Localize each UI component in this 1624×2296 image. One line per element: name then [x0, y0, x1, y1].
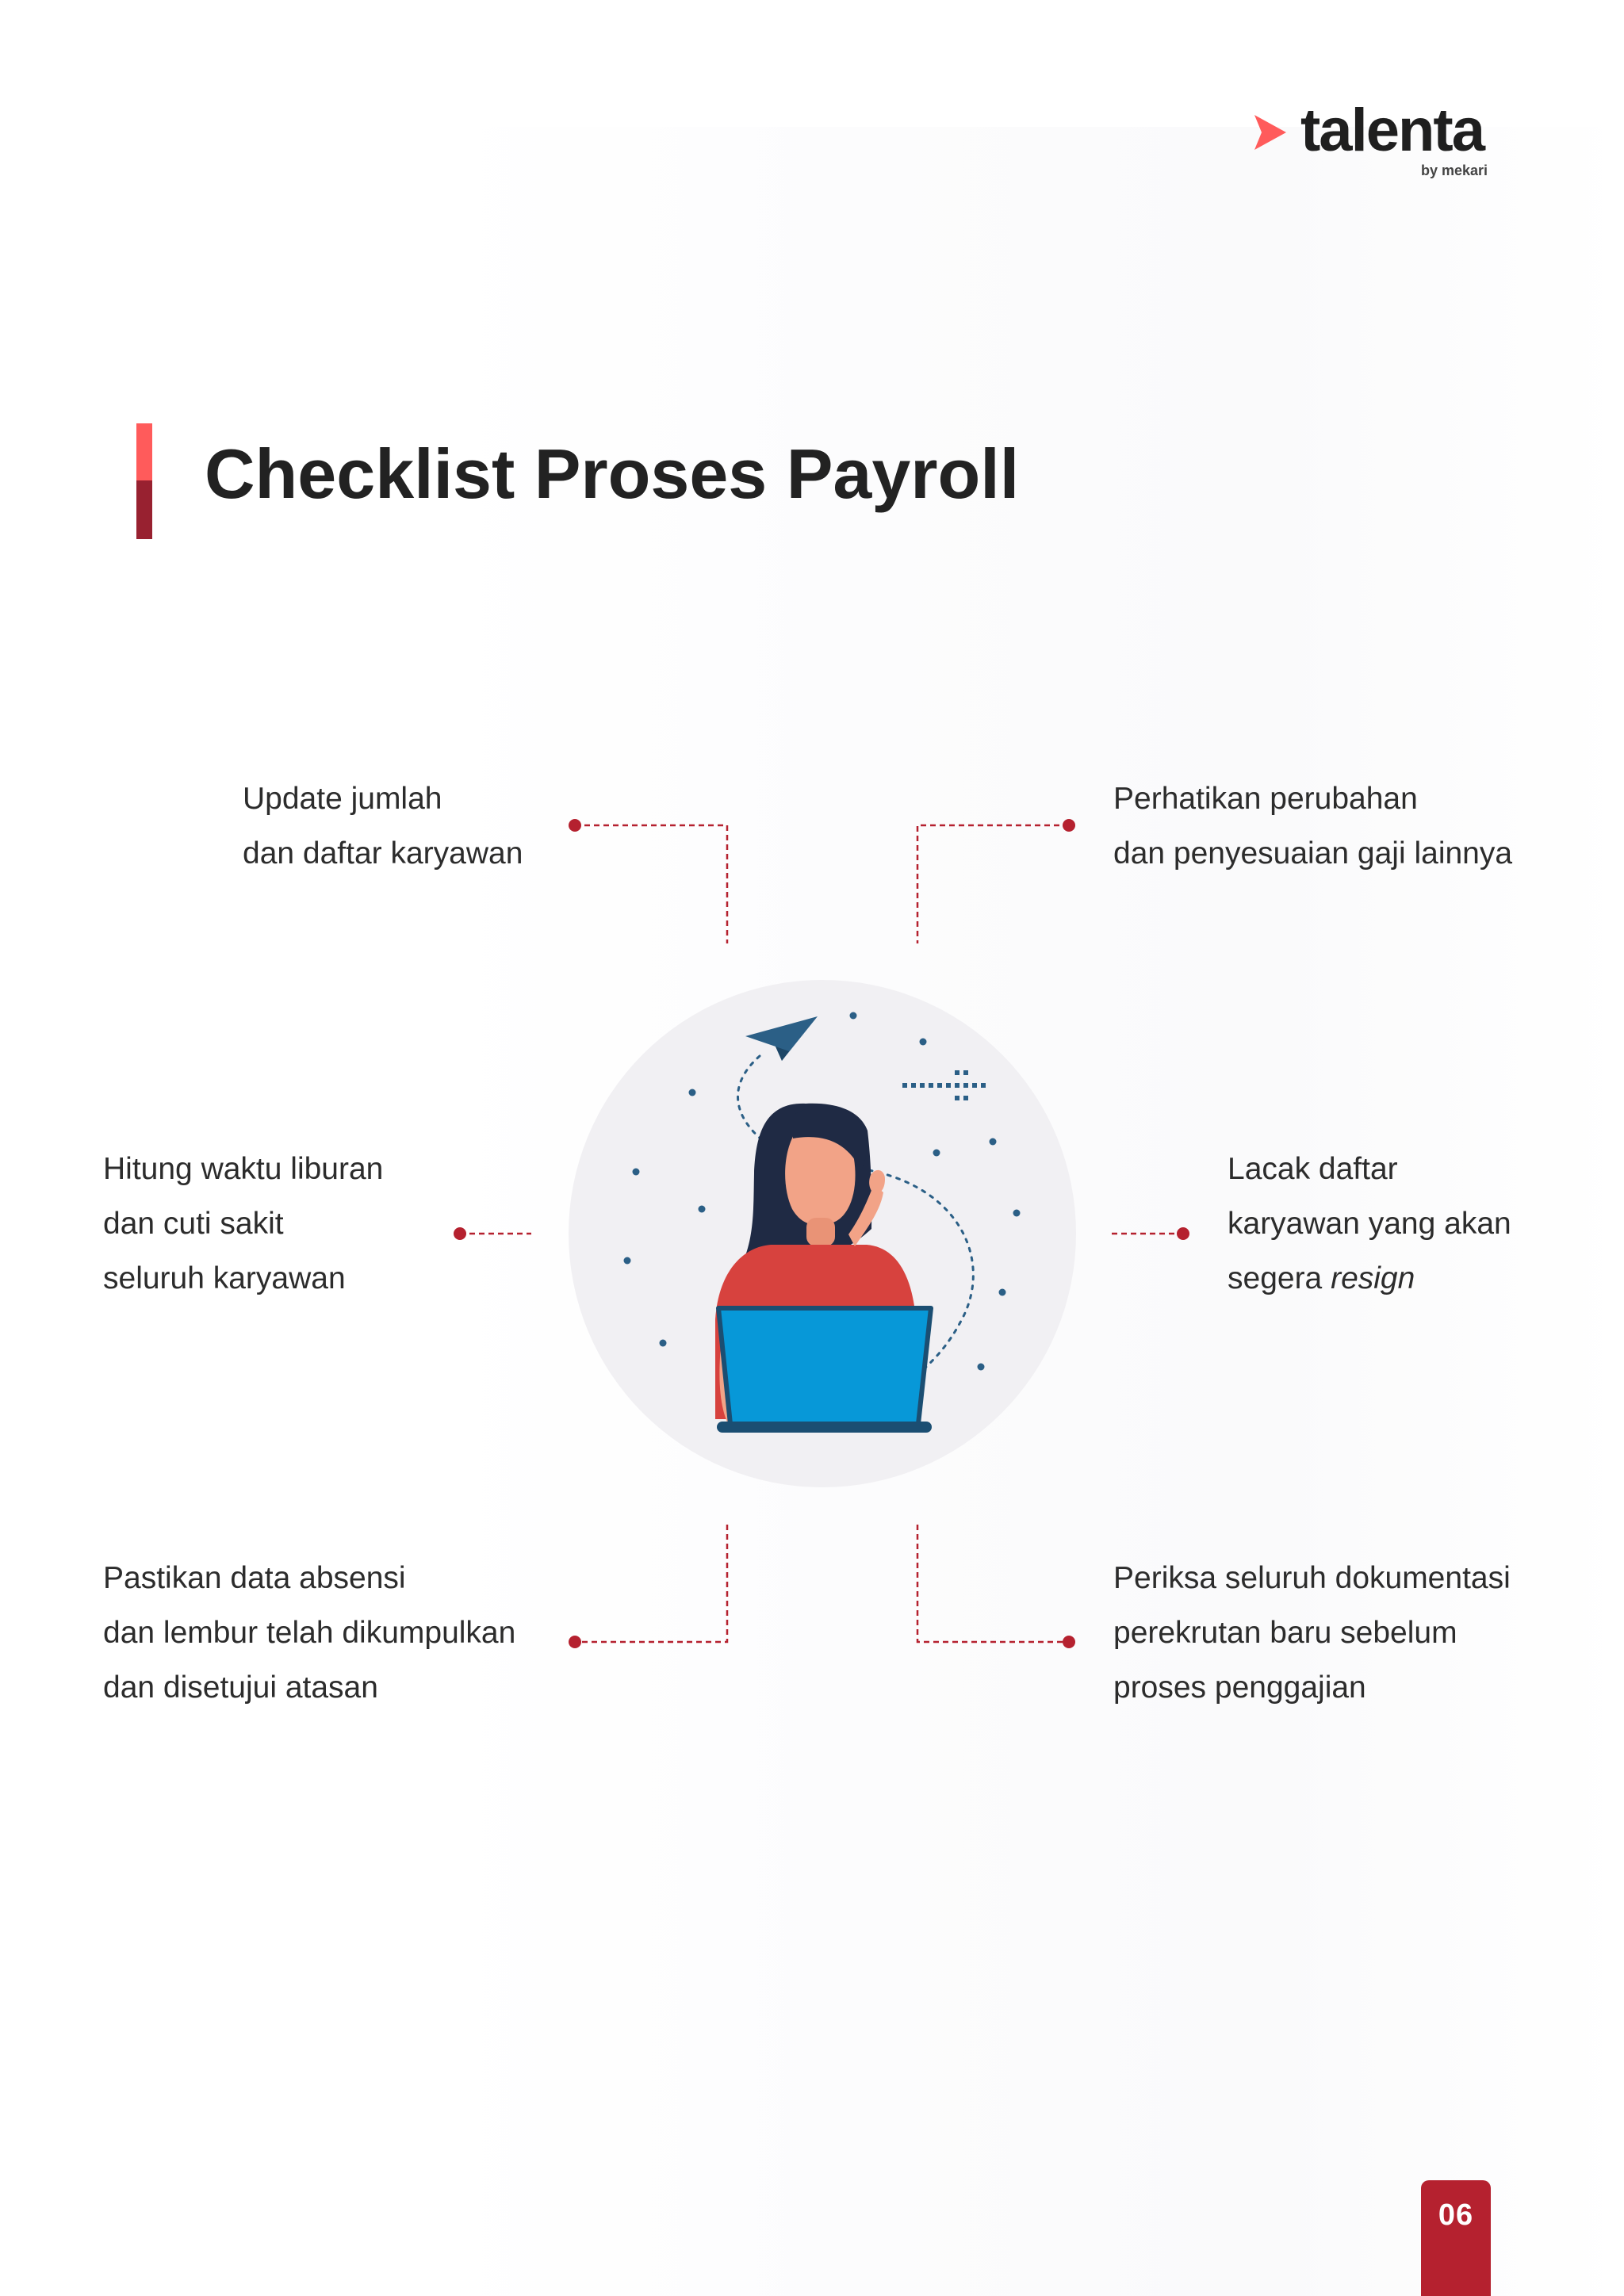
endpoint-dot-bottom-right: [1063, 1636, 1075, 1648]
logo-arrow-icon: [1254, 115, 1286, 150]
face: [785, 1129, 856, 1226]
checklist-item-line: dan disetujui atasan: [103, 1670, 378, 1705]
page-number: 06: [1438, 2198, 1474, 2232]
endpoint-dot-bottom-left: [569, 1636, 581, 1648]
checklist-item-line: dan cuti sakit: [103, 1207, 284, 1241]
raised-arm: [848, 1184, 883, 1246]
data-grid-icon: [902, 1070, 986, 1100]
talenta-logo: talenta by mekari: [1253, 101, 1495, 187]
laptop-icon: [716, 1306, 933, 1433]
checklist-item-line: dan daftar karyawan: [243, 836, 523, 871]
checklist-item-line: karyawan yang akan: [1228, 1207, 1511, 1241]
thought-trail: [868, 1169, 975, 1373]
checklist-item-line: Perhatikan perubahan: [1113, 782, 1418, 816]
connector-top-left: [575, 824, 729, 943]
endpoint-dot-top-left: [569, 819, 581, 832]
checklist-item-line-prefix: segera: [1228, 1261, 1331, 1295]
checklist-item-line: seluruh karyawan: [103, 1261, 346, 1295]
checklist-item-line: segera resign: [1228, 1251, 1511, 1306]
paper-plane-icon: [745, 1016, 818, 1061]
checklist-item-line: perekrutan baru sebelum: [1113, 1616, 1457, 1650]
hair-front: [793, 1105, 867, 1170]
checklist-item-bottom-left: Pastikan data absensi dan lembur telah d…: [103, 1551, 515, 1715]
connector-bottom-right: [916, 1525, 1069, 1644]
checklist-item-line: dan lembur telah dikumpulkan: [103, 1616, 516, 1650]
title-accent-bar: [136, 423, 152, 539]
decorative-dots: [623, 1012, 1021, 1371]
checklist-item-line: Periksa seluruh dokumentasi: [1113, 1561, 1511, 1595]
checklist-item-line: Update jumlah: [243, 782, 442, 816]
logo-tagline: by mekari: [1421, 163, 1488, 178]
hand: [869, 1169, 885, 1194]
checklist-item-line: Lacak daftar: [1228, 1152, 1398, 1186]
endpoint-dot-mid-left: [454, 1227, 466, 1240]
checklist-item-mid-left: Hitung waktu liburan dan cuti sakit selu…: [103, 1142, 383, 1306]
logo-wordmark: talenta: [1300, 97, 1485, 164]
connector-bottom-left: [575, 1525, 729, 1644]
checklist-item-line: dan penyesuaian gaji lainnya: [1113, 836, 1513, 871]
checklist-item-mid-right: Lacak daftar karyawan yang akan segera r…: [1228, 1142, 1511, 1306]
connector-endpoints: [454, 819, 1189, 1648]
endpoint-dot-top-right: [1063, 819, 1075, 832]
checklist-item-bottom-right: Periksa seluruh dokumentasi perekrutan b…: [1113, 1551, 1511, 1715]
checklist-item-line: Hitung waktu liburan: [103, 1152, 384, 1186]
checklist-item-emphasis: resign: [1331, 1261, 1415, 1295]
page-number-badge: 06: [1421, 2180, 1491, 2296]
page-title: Checklist Proses Payroll: [205, 434, 1020, 513]
connector-top-right: [916, 824, 1069, 943]
checklist-item-line: Pastikan data absensi: [103, 1561, 406, 1595]
connector-lines: [460, 824, 1183, 1644]
checklist-item-top-right: Perhatikan perubahan dan penyesuaian gaj…: [1113, 771, 1512, 881]
endpoint-dot-mid-right: [1177, 1227, 1189, 1240]
checklist-item-line: proses penggajian: [1113, 1670, 1366, 1705]
neck: [806, 1218, 835, 1246]
checklist-item-top-left: Update jumlah dan daftar karyawan: [243, 771, 523, 881]
